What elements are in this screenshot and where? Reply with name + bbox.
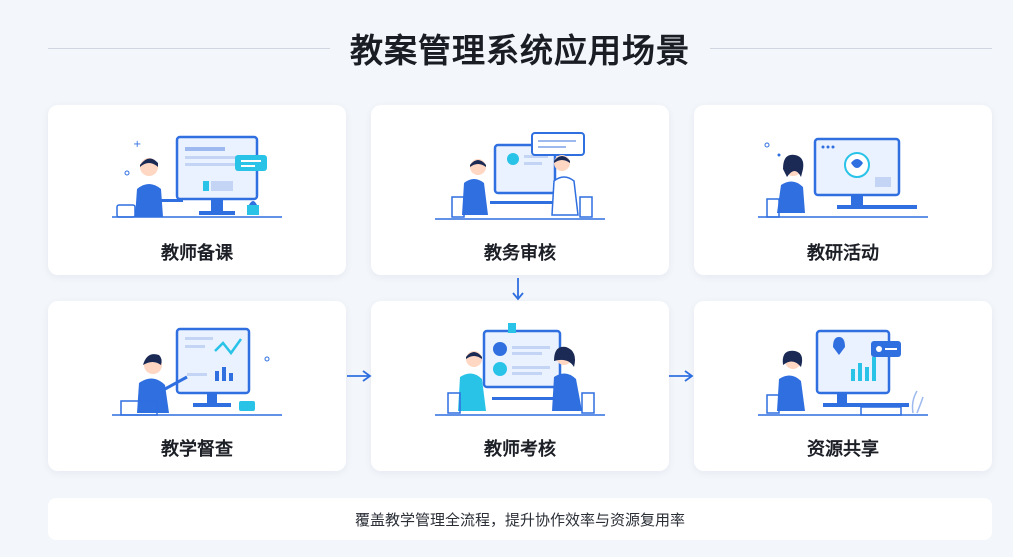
- card-resource-sharing: 资源共享: [694, 301, 992, 471]
- footer-summary: 覆盖教学管理全流程，提升协作效率与资源复用率: [48, 498, 992, 540]
- review-meeting-icon: [435, 132, 605, 220]
- assessment-meeting-icon: [435, 323, 605, 416]
- card-teaching-research: 教研活动: [694, 105, 992, 275]
- title-row: 教案管理系统应用场景: [48, 20, 992, 76]
- svg-text:+: +: [133, 139, 141, 150]
- title-divider-right: [710, 47, 992, 49]
- card-label: 教务审核: [484, 243, 556, 264]
- arrow-down-icon: [512, 278, 524, 301]
- card-label: 教师考核: [484, 439, 556, 460]
- inspection-chart-icon: [112, 327, 282, 416]
- page-title: 教案管理系统应用场景: [350, 31, 690, 70]
- card-teaching-inspection: 教学督查: [48, 301, 346, 471]
- card-academic-review: 教务审核: [371, 105, 669, 275]
- card-teacher-assessment: 教师考核: [371, 301, 669, 471]
- arrow-right-icon: [669, 370, 694, 382]
- card-label: 教学督查: [161, 439, 233, 460]
- title-divider-left: [48, 47, 330, 49]
- card-label: 教师备课: [161, 243, 233, 264]
- resource-sharing-icon: [758, 329, 928, 416]
- card-label: 教研活动: [807, 243, 879, 264]
- arrow-right-icon: [347, 370, 372, 382]
- card-lesson-prep: + 教师备课: [48, 105, 346, 275]
- footer-text: 覆盖教学管理全流程，提升协作效率与资源复用率: [354, 510, 685, 529]
- teacher-at-monitor-icon: +: [112, 135, 282, 218]
- card-label: 资源共享: [807, 439, 879, 460]
- research-video-call-icon: [758, 137, 928, 218]
